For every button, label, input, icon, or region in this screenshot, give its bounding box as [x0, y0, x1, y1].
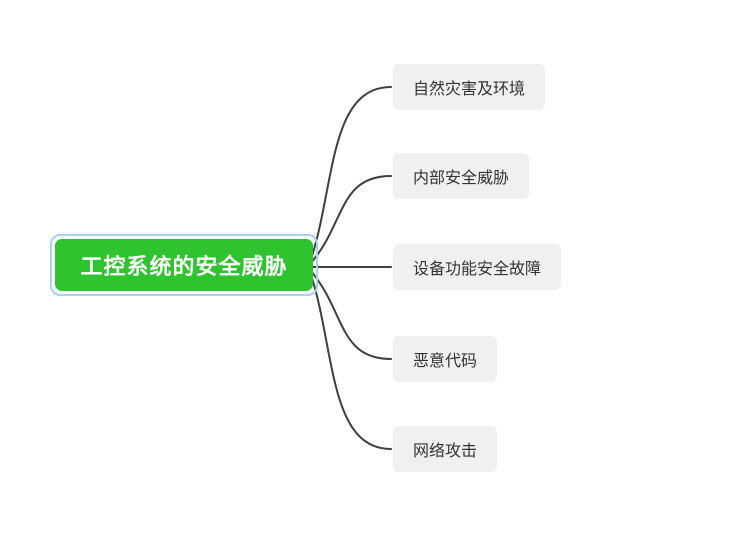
root-node-selection-border: 工控系统的安全威胁 [50, 234, 318, 296]
connector-root-to-child-2 [309, 175, 392, 265]
child-node-label: 内部安全威胁 [413, 170, 510, 187]
root-node-label: 工控系统的安全威胁 [80, 254, 288, 279]
connector-root-to-child-4 [309, 269, 392, 360]
child-node-label: 自然灾害及环境 [413, 81, 526, 98]
connector-root-to-child-1 [309, 86, 392, 263]
child-node-malicious-code[interactable]: 恶意代码 [393, 336, 498, 382]
child-node-equipment-failure[interactable]: 设备功能安全故障 [393, 244, 562, 290]
child-node-network-attack[interactable]: 网络攻击 [393, 426, 498, 472]
root-node[interactable]: 工控系统的安全威胁 [55, 239, 313, 291]
child-node-internal-threat[interactable]: 内部安全威胁 [393, 153, 530, 199]
child-node-label: 网络攻击 [413, 443, 478, 460]
child-node-label: 设备功能安全故障 [413, 261, 542, 278]
connector-root-to-child-5 [309, 271, 392, 450]
child-node-natural-disaster[interactable]: 自然灾害及环境 [393, 64, 546, 110]
child-node-label: 恶意代码 [413, 353, 478, 370]
